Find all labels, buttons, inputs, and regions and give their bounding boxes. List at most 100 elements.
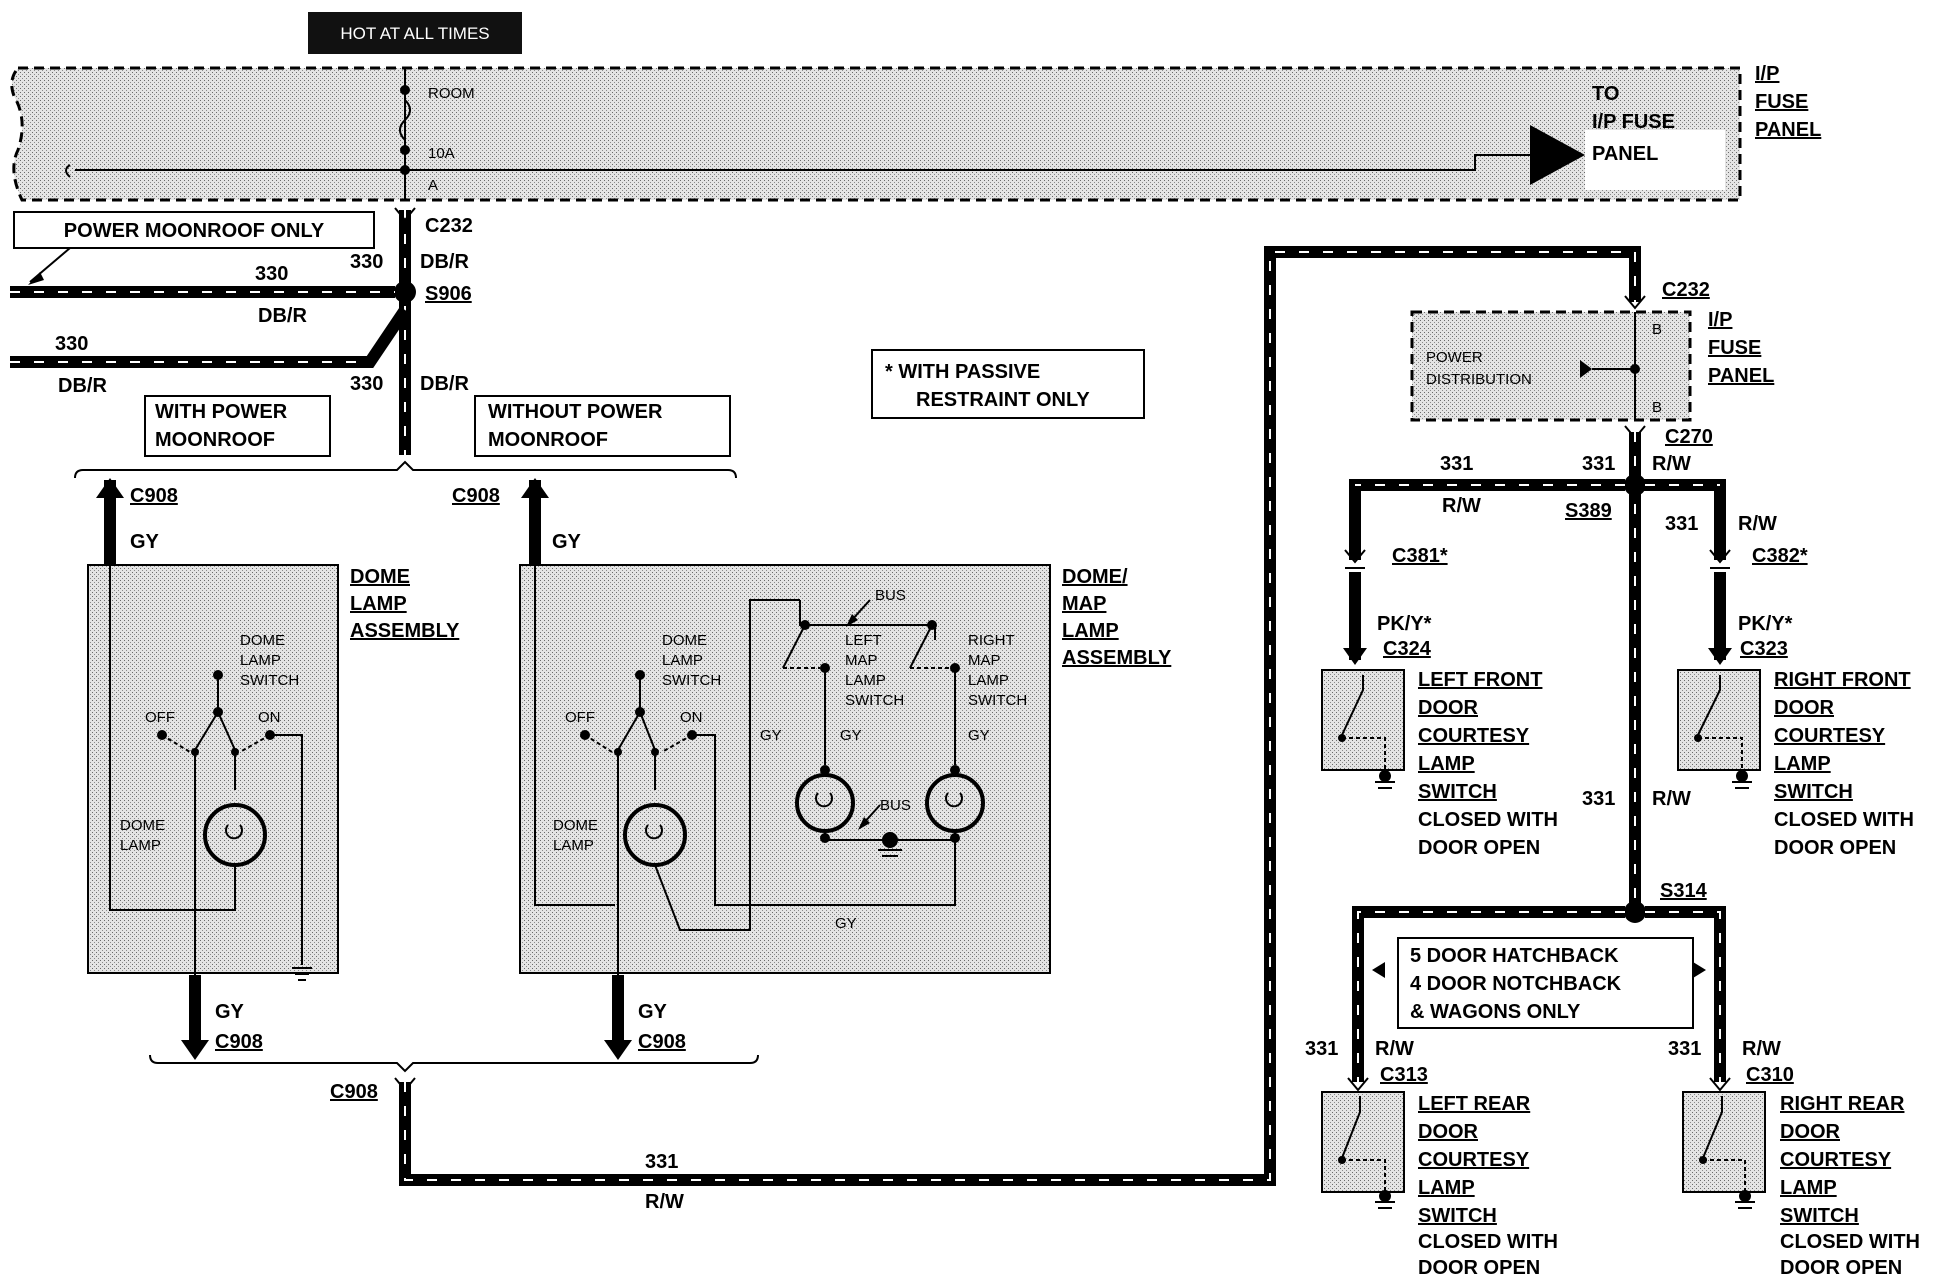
passive-note-2: RESTRAINT ONLY [916, 389, 1090, 411]
gy-map-d: GY [835, 915, 857, 932]
color-dbr-b: DB/R [258, 305, 307, 327]
color-dbr-c: DB/R [58, 375, 107, 397]
dome-lamp-assembly: C908 GY DOME LAMP ASSEMBLY DOME LAMP SWI… [87, 478, 460, 1060]
dome-title-3: ASSEMBLY [350, 620, 460, 642]
lr-3: COURTESY [1418, 1149, 1530, 1171]
rf-closed: CLOSED WITH [1774, 809, 1914, 831]
rpanel-2: FUSE [1708, 337, 1761, 359]
passive-note-1: * WITH PASSIVE [885, 361, 1040, 383]
rr-2: DOOR [1780, 1121, 1841, 1143]
power-moonroof-only: POWER MOONROOF ONLY [64, 220, 325, 242]
c313-label: C313 [1380, 1064, 1428, 1086]
c908-map-top: C908 [452, 485, 500, 507]
gy-map-top: GY [552, 531, 582, 553]
lr-5: SWITCH [1418, 1205, 1497, 1227]
c908-bottom: C908 [330, 1081, 378, 1103]
c381-label: C381* [1392, 545, 1448, 567]
right-map-3: LAMP [968, 672, 1009, 689]
bus-label-bottom: BUS [880, 797, 911, 814]
right-map-1: RIGHT [968, 632, 1015, 649]
rf-1: RIGHT FRONT [1774, 669, 1911, 691]
fuse-rating: 10A [428, 145, 455, 162]
rr-5: SWITCH [1780, 1205, 1859, 1227]
rw-lf: R/W [1442, 495, 1481, 517]
rw-rr: R/W [1742, 1038, 1781, 1060]
gy-map-b: GY [840, 727, 862, 744]
rf-5: SWITCH [1774, 781, 1853, 803]
lr-4: LAMP [1418, 1177, 1475, 1199]
lr-open: DOOR OPEN [1418, 1257, 1540, 1279]
wire-331-lf: 331 [1440, 453, 1473, 475]
gy-map-bottom: GY [638, 1001, 668, 1023]
color-dbr-a: DB/R [420, 251, 469, 273]
rw-lr: R/W [1375, 1038, 1414, 1060]
wire-331-c270: 331 [1582, 453, 1615, 475]
wire-330-c: 330 [55, 333, 88, 355]
gy-map-c: GY [968, 727, 990, 744]
s906-label: S906 [425, 283, 472, 305]
c382-label: C382* [1752, 545, 1808, 567]
pky-rf: PK/Y* [1738, 613, 1793, 635]
c908-dome-bottom: C908 [215, 1031, 263, 1053]
without-moonroof-1: WITHOUT POWER [488, 401, 663, 423]
rw-bottom: R/W [645, 1191, 684, 1213]
lf-3: COURTESY [1418, 725, 1530, 747]
map-dome-lamp-2: LAMP [553, 837, 594, 854]
bottom-return-wire: C908 331 R/W [149, 246, 1641, 1213]
c232-left: C232 [425, 215, 473, 237]
map-title-2: MAP [1062, 593, 1106, 615]
fuse-pin: A [428, 177, 438, 194]
right-section: C232 POWER DISTRIBUTION B B I/P FUSE PAN… [1305, 279, 1920, 1279]
wire-330-a: 330 [350, 251, 383, 273]
lf-2: DOOR [1418, 697, 1479, 719]
dome-map-lamp-assembly: C908 GY DOME/ MAP LAMP ASSEMBLY DOME LAM… [452, 478, 1172, 1060]
dome-lamp-2: LAMP [120, 837, 161, 854]
map-title-1: DOME/ [1062, 566, 1128, 588]
without-moonroof-2: MOONROOF [488, 429, 608, 451]
map-switch-3: SWITCH [662, 672, 721, 689]
gy-map-a: GY [760, 727, 782, 744]
right-map-2: MAP [968, 652, 1001, 669]
wire-331-bottom: 331 [645, 1151, 678, 1173]
pin-b-2: B [1652, 399, 1662, 416]
gy-dome-top: GY [130, 531, 160, 553]
map-off: OFF [565, 709, 595, 726]
connector-letter: A [1541, 146, 1555, 168]
panel-label-1: I/P [1755, 63, 1779, 85]
to-line-2: I/P FUSE [1592, 111, 1675, 133]
rr-1: RIGHT REAR [1780, 1093, 1905, 1115]
body-note-2: 4 DOOR NOTCHBACK [1410, 973, 1622, 995]
s389-label: S389 [1565, 500, 1612, 522]
left-map-3: LAMP [845, 672, 886, 689]
map-dome-lamp-1: DOME [553, 817, 598, 834]
with-moonroof-2: MOONROOF [155, 429, 275, 451]
rf-2: DOOR [1774, 697, 1835, 719]
c232-right: C232 [1662, 279, 1710, 301]
dome-switch-3: SWITCH [240, 672, 299, 689]
rf-3: COURTESY [1774, 725, 1886, 747]
dome-switch-2: LAMP [240, 652, 281, 669]
body-note-3: & WAGONS ONLY [1410, 1001, 1581, 1023]
rr-3: COURTESY [1780, 1149, 1892, 1171]
lf-closed: CLOSED WITH [1418, 809, 1558, 831]
c908-dome-top: C908 [130, 485, 178, 507]
fuse-name: ROOM [428, 85, 475, 102]
c310-label: C310 [1746, 1064, 1794, 1086]
dome-lamp-1: DOME [120, 817, 165, 834]
c270-label: C270 [1665, 426, 1713, 448]
lr-2: DOOR [1418, 1121, 1479, 1143]
wire-330-b: 330 [255, 263, 288, 285]
lf-4: LAMP [1418, 753, 1475, 775]
pin-b-1: B [1652, 321, 1662, 338]
hot-label: HOT AT ALL TIMES [340, 24, 489, 43]
panel-label-3: PANEL [1755, 119, 1821, 141]
color-dbr-d: DB/R [420, 373, 469, 395]
left-map-4: SWITCH [845, 692, 904, 709]
lr-1: LEFT REAR [1418, 1093, 1531, 1115]
gy-dome-bottom: GY [215, 1001, 245, 1023]
panel-label-2: FUSE [1755, 91, 1808, 113]
hot-at-all-times-header: HOT AT ALL TIMES [308, 12, 522, 54]
lf-1: LEFT FRONT [1418, 669, 1542, 691]
lf-open: DOOR OPEN [1418, 837, 1540, 859]
dome-title-2: LAMP [350, 593, 407, 615]
